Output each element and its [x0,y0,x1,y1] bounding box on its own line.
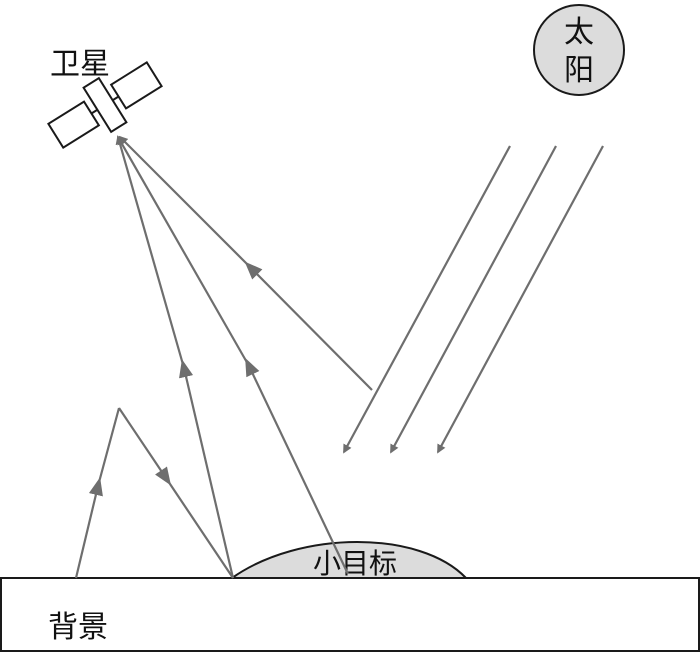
background-reflect-ray-end [115,135,186,369]
adjacency-ray-up-end [96,407,121,487]
adjacency-ray-up [74,477,103,579]
sun-label-line1: 太 [564,15,594,50]
incident-rays [343,145,604,454]
sun-ray-1 [343,145,511,454]
background-block [0,577,700,652]
small-target-shape [228,541,469,579]
satellite-icon [47,61,163,149]
adjacency-ray-down [118,407,172,486]
target-reflect-ray [245,357,349,575]
atmospheric-path-ray-end [118,135,252,269]
background-label: 背景 [48,610,108,645]
target-reflect-ray-end [117,135,250,367]
sun-ray-3 [437,145,604,454]
satellite-label: 卫星 [50,47,110,82]
adjacency-ray-down-end [165,477,234,579]
sun-ray-2 [390,145,557,454]
background-reflect-ray [179,359,235,579]
sun-label-line2: 阳 [564,53,594,88]
atmospheric-path-ray [244,261,373,391]
reflected-rays [74,135,373,579]
small-target-label: 小目标 [313,547,397,580]
sun-icon [533,4,625,96]
